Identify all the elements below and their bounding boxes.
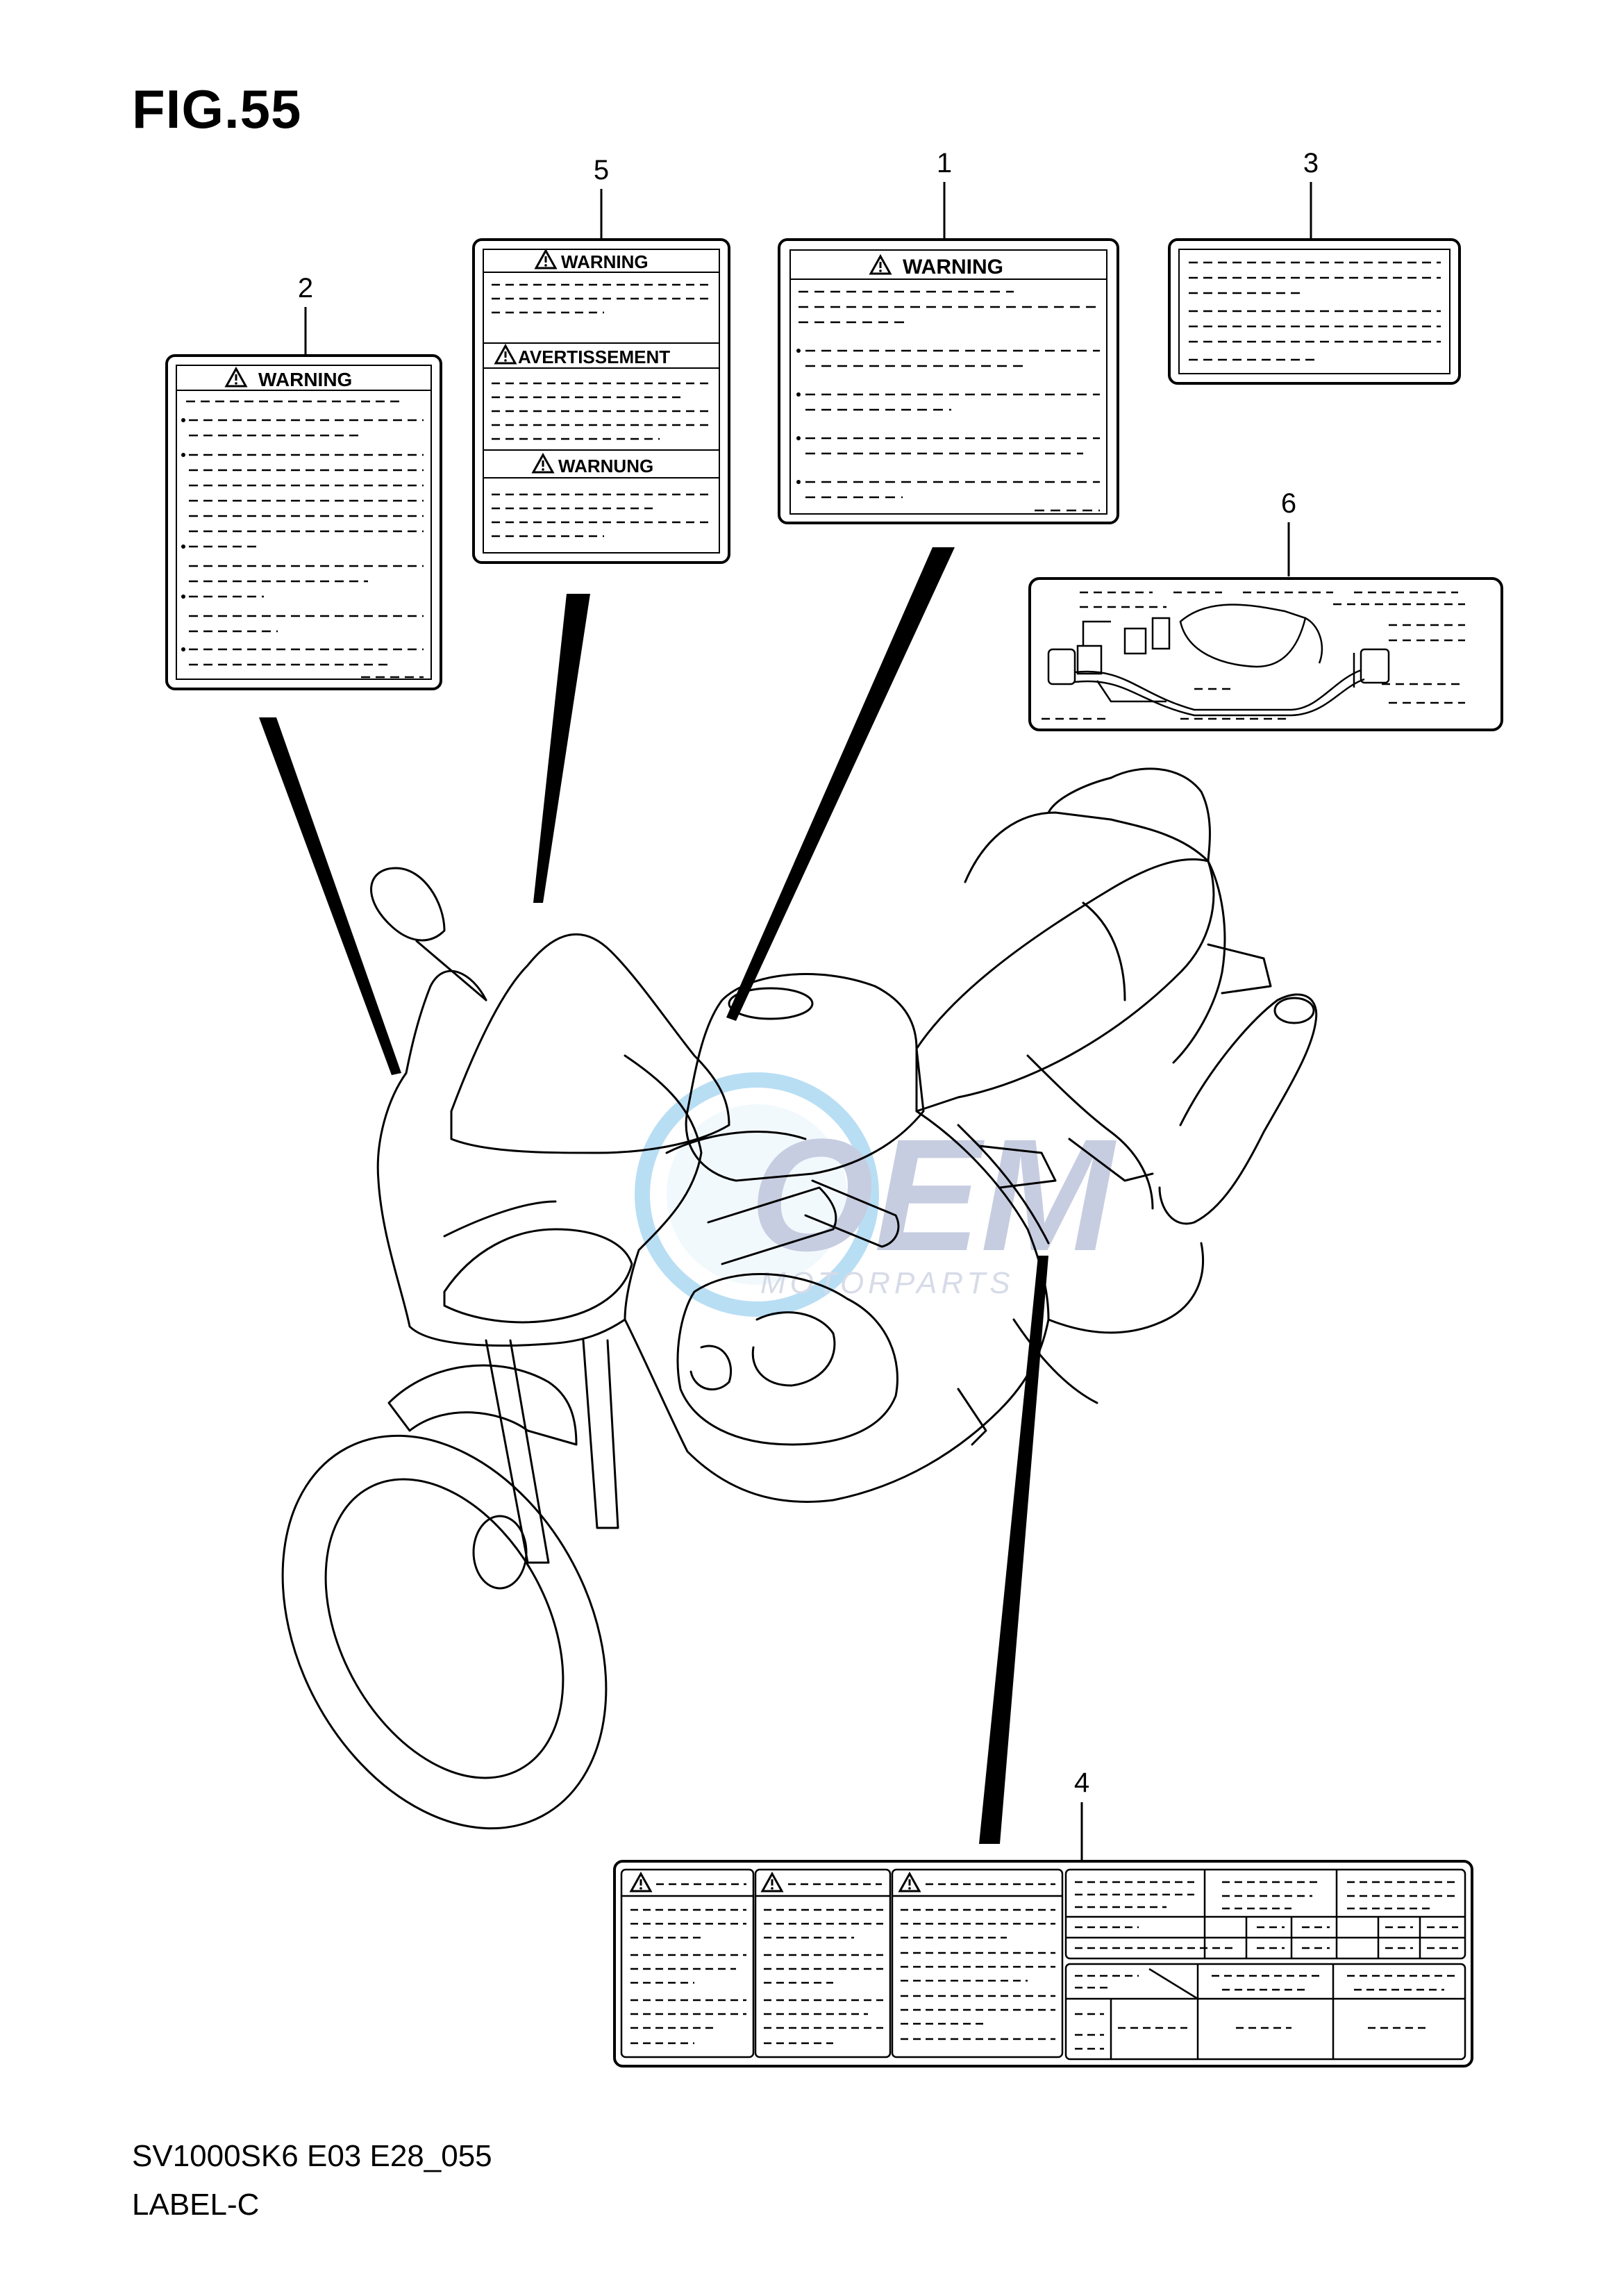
motorcycle-illustration — [281, 767, 1318, 1830]
leader-bar-2 — [259, 717, 401, 1075]
callout-5: 5 — [594, 155, 609, 185]
warning-heading: WARNING — [258, 369, 352, 390]
warning-heading: WARNING — [561, 251, 649, 272]
callout-4: 4 — [1074, 1767, 1089, 1798]
leader-bars — [259, 547, 1048, 1844]
warning-label-1: WARNING — [778, 238, 1119, 524]
watermark-tagline: MOTORPARTS — [760, 1266, 1014, 1300]
warning-heading: WARNING — [903, 256, 1003, 278]
callout-1: 1 — [937, 148, 952, 178]
warning-label-5: WARNING AVERTISSEMENT WARNUNG — [472, 238, 730, 564]
diagram-subtitle: LABEL-C — [132, 2188, 260, 2222]
avertissement-heading: AVERTISSEMENT — [518, 347, 670, 367]
leader-bar-4 — [979, 1256, 1048, 1844]
warnung-heading: WARNUNG — [558, 456, 653, 476]
warning-label-2: WARNING — [165, 354, 442, 690]
leader-bar-5 — [533, 594, 590, 903]
figure-title: FIG.55 — [132, 78, 302, 140]
routing-label-6 — [1028, 577, 1503, 731]
callout-2: 2 — [298, 273, 313, 303]
callouts: 1 2 3 4 5 6 — [298, 148, 1319, 1861]
callout-3: 3 — [1303, 148, 1319, 178]
combo-label-4 — [613, 1860, 1473, 2068]
combo-label-text-lines — [630, 1908, 1055, 2045]
watermark-globe-icon — [635, 1072, 879, 1317]
front-wheel — [281, 1434, 608, 1830]
leader-bar-1 — [726, 547, 955, 1021]
info-label-3 — [1168, 238, 1461, 385]
watermark: OEM MOTORPARTS — [635, 1072, 1117, 1317]
diagram-code: SV1000SK6 E03 E28_055 — [132, 2139, 492, 2173]
spec-table — [1064, 1868, 1466, 2061]
callout-6: 6 — [1281, 488, 1296, 519]
watermark-brand: OEM — [750, 1106, 1117, 1284]
